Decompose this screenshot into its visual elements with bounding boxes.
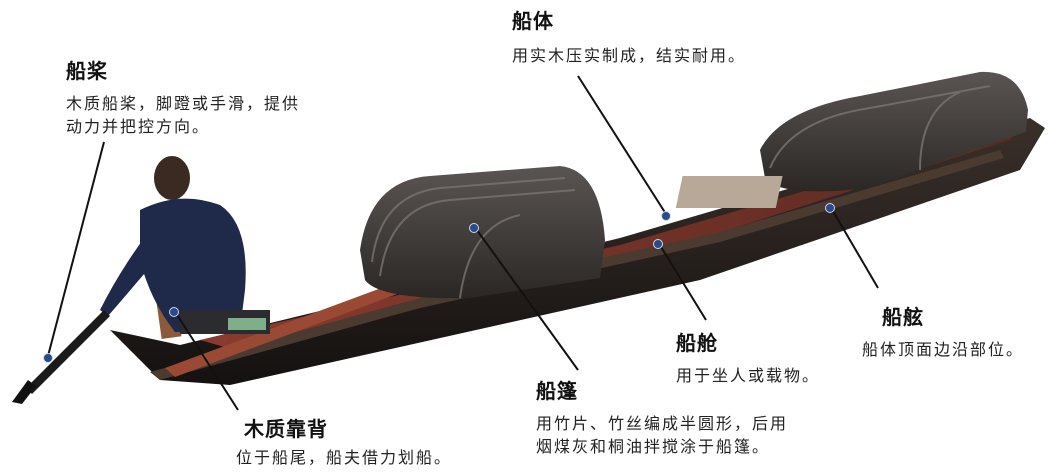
backrest-desc-1: 位于船尾，船夫借力划船。 xyxy=(236,448,453,467)
side-plank xyxy=(165,270,440,377)
gunwale-marker xyxy=(825,203,835,213)
front-canopy xyxy=(760,71,1028,192)
canopy-leader-line xyxy=(473,225,579,371)
canopy-desc-1: 用竹片、竹丝编成半圆形，后用 xyxy=(536,414,789,433)
hull-title: 船体 xyxy=(512,9,554,33)
canopy-marker xyxy=(469,223,479,233)
cabin-leader-line xyxy=(657,241,707,321)
gunwale-desc-1: 船体顶面边沿部位。 xyxy=(862,340,1025,359)
cabin-title: 船舱 xyxy=(676,331,718,355)
oar-label: 船桨 木质船桨，脚蹬或手滑，提供 动力并把控方向。 xyxy=(66,58,300,138)
oar-desc-2: 动力并把控方向。 xyxy=(66,117,211,136)
oar-shape xyxy=(26,310,110,394)
backrest-title: 木质靠背 xyxy=(244,417,328,441)
gunwale-leader-line xyxy=(829,205,879,289)
oar-desc-1: 木质船桨，脚蹬或手滑，提供 xyxy=(66,94,301,113)
cabin-label: 船舱 用于坐人或载物。 xyxy=(676,330,820,387)
oar-leader-line xyxy=(47,141,105,357)
canopy-title: 船篷 xyxy=(536,379,578,403)
cabin-desc-1: 用于坐人或载物。 xyxy=(676,366,821,385)
cabin-marker xyxy=(653,239,663,249)
gunwale-label: 船舷 船体顶面边沿部位。 xyxy=(862,304,1024,361)
hull-leader-line xyxy=(577,75,667,215)
rear-canopy xyxy=(360,166,605,299)
backrest-leader-line xyxy=(173,309,239,411)
hull-desc-1: 用实木压实制成，结实耐用。 xyxy=(512,46,747,65)
hull-label: 船体 用实木压实制成，结实耐用。 xyxy=(512,8,746,67)
gunwale-title: 船舷 xyxy=(882,305,924,329)
canopy-desc-2: 烟煤灰和桐油拌搅涂于船篷。 xyxy=(536,437,771,456)
backrest-marker xyxy=(169,307,179,317)
oar-marker xyxy=(43,353,53,363)
canopy-label: 船篷 用竹片、竹丝编成半圆形，后用 烟煤灰和桐油拌搅涂于船篷。 xyxy=(536,378,788,458)
backrest-label: 木质靠背 位于船尾，船夫借力划船。 xyxy=(236,416,452,469)
bench xyxy=(675,176,783,208)
oar-title: 船桨 xyxy=(66,59,108,83)
boatman-figure xyxy=(100,156,270,334)
hull-marker xyxy=(661,211,671,221)
